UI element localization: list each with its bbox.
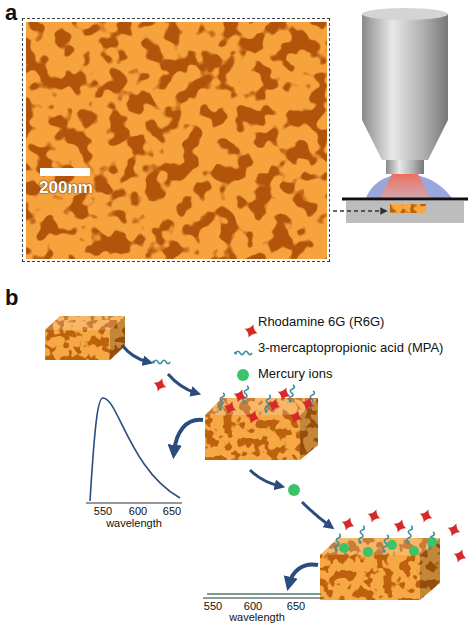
- objective-tip: [386, 160, 424, 174]
- light-cone: [380, 174, 430, 198]
- objective-taper: [362, 120, 448, 160]
- panel-label: a: [5, 1, 17, 25]
- legend-sample-ion: [237, 369, 249, 381]
- block-front: [320, 555, 420, 600]
- mercury-ion: [409, 546, 419, 556]
- legend-sample-star: [242, 322, 260, 340]
- legend-text: Rhodamine 6G (R6G): [258, 315, 384, 329]
- axis-tick-label: 600: [244, 601, 262, 612]
- mpa-layer: [334, 526, 435, 553]
- spectrum-axis: [86, 503, 182, 504]
- axis-title: wavelength: [229, 612, 285, 623]
- r6g-molecule: [339, 515, 357, 533]
- axis-tick-label: 650: [163, 506, 181, 517]
- immersion-droplet: [366, 174, 452, 198]
- objective-body: [362, 14, 448, 120]
- step-arrow: [302, 502, 330, 526]
- sem-image: [26, 22, 327, 259]
- spectrum-curve: [90, 398, 180, 501]
- substrate-block: [45, 316, 125, 360]
- r6g-molecule: [445, 521, 463, 539]
- axis-tick-label: 600: [129, 506, 147, 517]
- legend-sample-mpa: [234, 351, 252, 355]
- r6g-molecule: [287, 408, 305, 426]
- r6g-molecule: [231, 387, 249, 405]
- result-arrow: [289, 564, 318, 584]
- r6g-molecule: [365, 507, 383, 525]
- mercury-ion: [288, 484, 300, 496]
- mercury-ion: [339, 543, 349, 553]
- scale-label: 200nm: [39, 179, 93, 198]
- released-r6g: [339, 507, 469, 565]
- step-arrow: [122, 345, 148, 362]
- mpa-molecule: [406, 526, 413, 544]
- panel-label: b: [5, 286, 18, 310]
- mpa-molecule: [218, 393, 225, 411]
- mercury-layer: [339, 537, 437, 557]
- r6g-molecule: [151, 376, 169, 394]
- spectrum-plot: 550 600 650wavelength: [200, 600, 325, 626]
- mpa-molecule: [152, 360, 170, 364]
- sample-stage: [346, 201, 464, 223]
- step-arrow: [250, 470, 280, 486]
- scale-bar: [40, 168, 90, 176]
- coverslip: [342, 198, 468, 201]
- mercury-ion: [427, 537, 437, 547]
- objective-top: [362, 8, 448, 20]
- r6g-molecule: [265, 396, 283, 414]
- spectrum-axis: [203, 598, 324, 599]
- substrate-block: [205, 398, 318, 460]
- axis-title: wavelength: [106, 518, 162, 529]
- r6g-layer: [221, 385, 317, 426]
- substrate-block: [320, 538, 440, 600]
- r6g-molecule: [244, 408, 262, 426]
- legend-text: 3-mercaptopropionic acid (MPA): [258, 341, 443, 355]
- block-side-shade: [110, 316, 125, 360]
- r6g-molecule: [299, 395, 317, 413]
- legend-text: Mercury ions: [258, 367, 332, 381]
- zoom-arrow: [333, 210, 384, 212]
- spectrum-plot: 550 600 650wavelength: [84, 505, 184, 531]
- block-front: [205, 415, 300, 460]
- axis-tick-label: 550: [94, 506, 112, 517]
- sem-image-frame: 200nm: [22, 18, 330, 262]
- r6g-molecule: [451, 547, 469, 565]
- r6g-molecule: [391, 517, 409, 535]
- microscope-objective: [362, 8, 448, 174]
- mpa-molecule: [358, 526, 365, 544]
- axis-tick-label: 650: [287, 601, 305, 612]
- block-side: [110, 316, 125, 360]
- spectrum-curve: [207, 593, 321, 595]
- r6g-molecule: [417, 507, 435, 525]
- axis-tick-label: 550: [204, 601, 222, 612]
- sample-chip: [390, 204, 426, 213]
- result-arrow: [174, 420, 203, 452]
- block-top: [320, 538, 440, 555]
- mercury-ion: [363, 547, 373, 557]
- mpa-molecule: [288, 385, 295, 403]
- r6g-molecule: [275, 385, 293, 403]
- mercury-ion: [387, 540, 397, 550]
- block-top-shade: [320, 538, 440, 555]
- step-arrow: [168, 374, 196, 393]
- block-front: [45, 330, 110, 360]
- r6g-molecule: [221, 399, 239, 417]
